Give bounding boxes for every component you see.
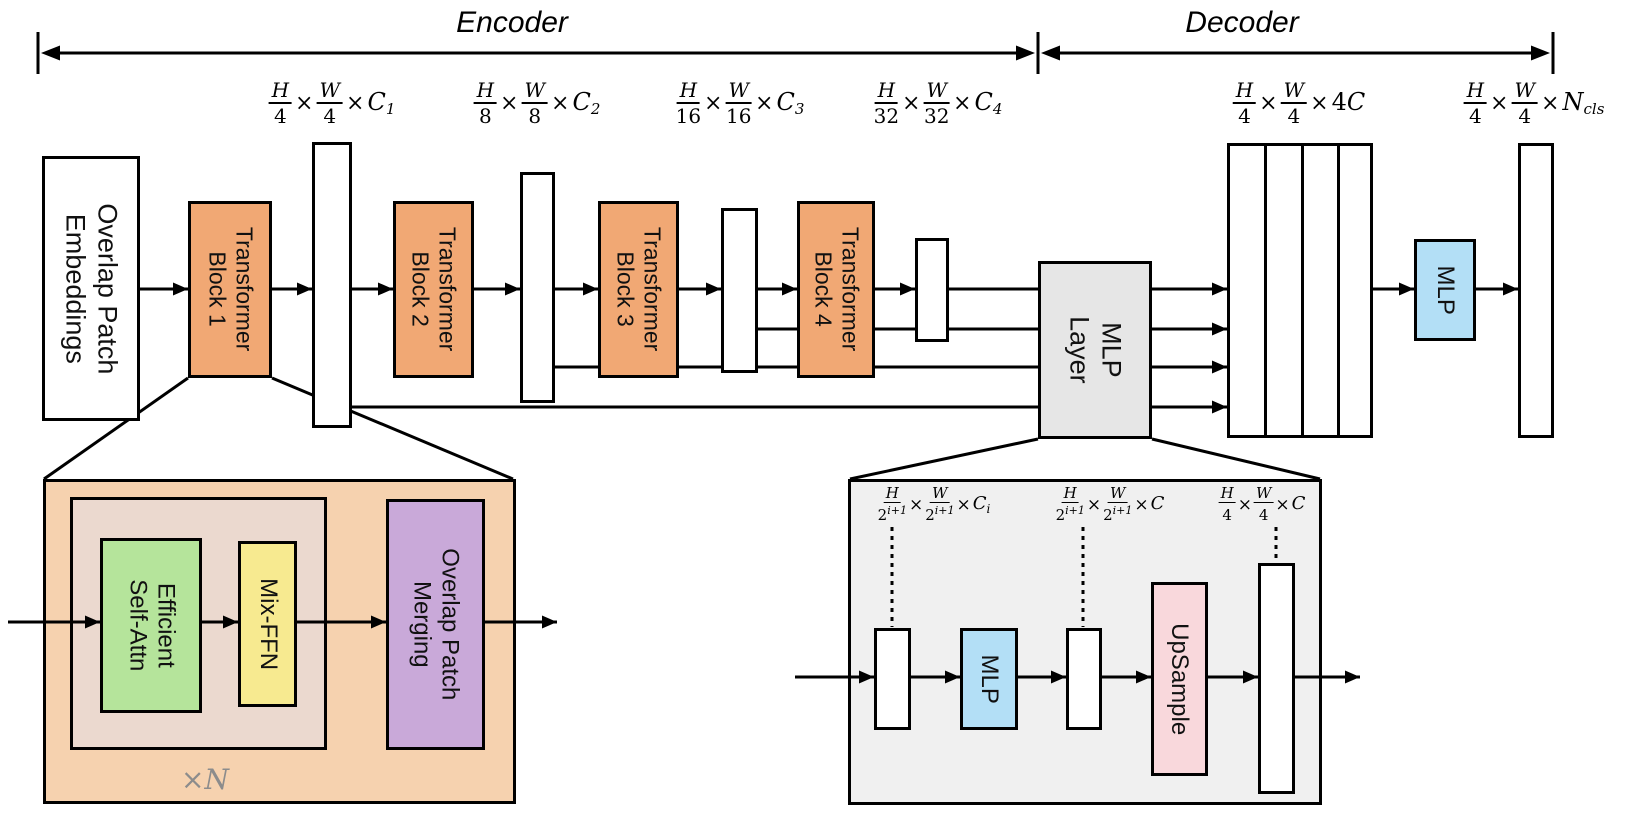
- repeat-n-label: ×N: [181, 763, 229, 796]
- stack-divider-1: [1264, 146, 1267, 435]
- span-arrowheads: [41, 45, 1550, 61]
- feature-map-bar-2: [520, 172, 555, 403]
- detail-feature-bar-2: [1066, 628, 1102, 730]
- upsample-box: UpSample: [1151, 582, 1208, 776]
- span-arrows: [36, 32, 1555, 74]
- segmentation-output-bar: [1518, 143, 1554, 438]
- feature-map-bar-4: [915, 238, 949, 342]
- fused-feature-stack: [1227, 143, 1373, 438]
- feature-map-bar-1: [312, 142, 352, 428]
- decoder-flow-arrows: [1152, 282, 1518, 414]
- mix-ffn-box: Mix-FFN: [238, 541, 297, 707]
- dim-dotted-connectors: [890, 527, 1278, 627]
- decoder-title: Decoder: [1185, 6, 1299, 39]
- encoder-title: Encoder: [456, 6, 568, 39]
- decoder-mlp-box: MLP: [1414, 239, 1476, 341]
- stack-divider-2: [1301, 146, 1304, 435]
- stack-divider-3: [1337, 146, 1340, 435]
- detail-mlp-box: MLP: [960, 628, 1018, 730]
- detail-feature-bar-3: [1258, 563, 1295, 794]
- detail-feature-bar-1: [874, 628, 911, 730]
- feature-map-bar-3: [721, 208, 758, 373]
